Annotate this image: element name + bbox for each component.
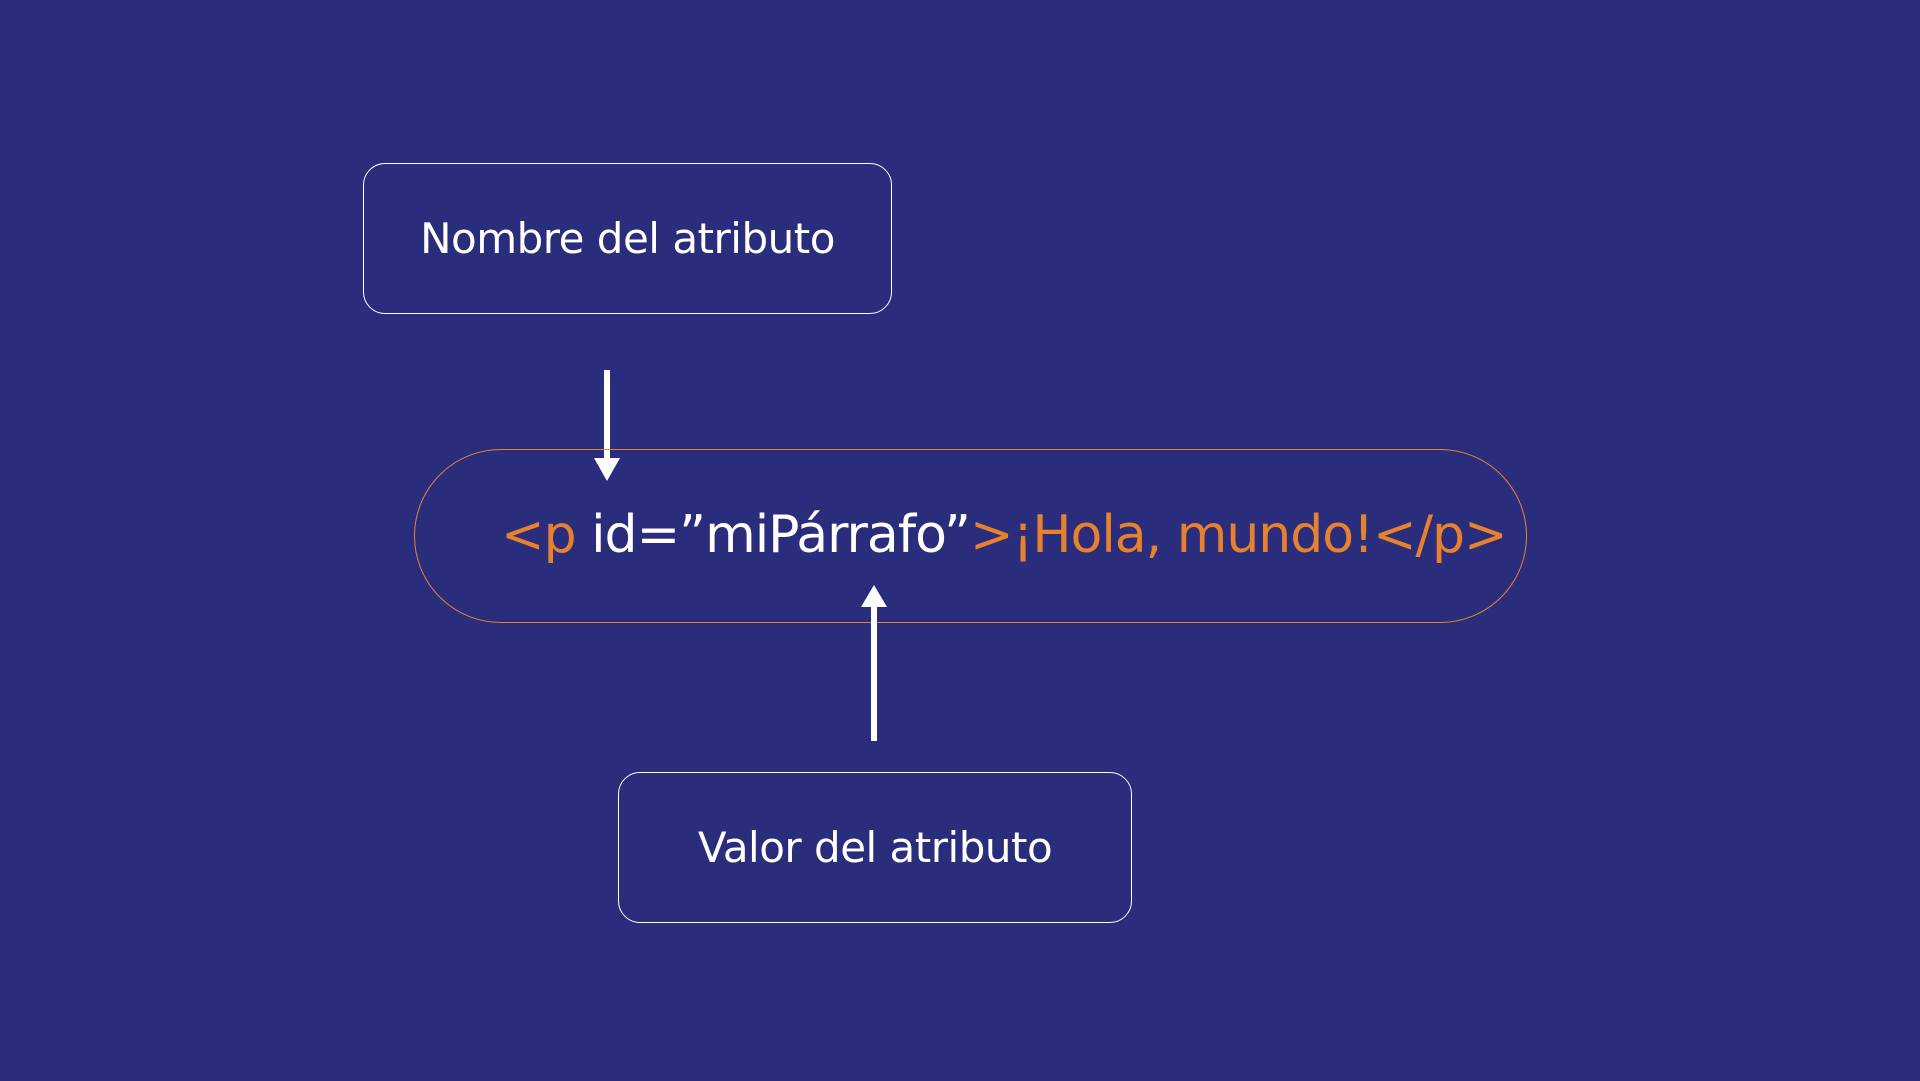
attribute-name-box: Nombre del atributo: [363, 163, 892, 314]
arrow-down-icon: [594, 370, 620, 481]
code-open-tag: <p: [501, 504, 577, 565]
code-attribute-value: ”miPárrafo”: [679, 504, 971, 565]
code-content: ¡Hola, mundo!: [1012, 504, 1374, 565]
code-close-bracket: >: [969, 504, 1014, 565]
arrow-up-icon: [861, 585, 887, 741]
attribute-name-label: Nombre del atributo: [420, 214, 835, 263]
attribute-value-box: Valor del atributo: [618, 772, 1132, 923]
code-line: <p id=”miPárrafo”>¡Hola, mundo!</p>: [501, 504, 1508, 565]
code-closing-tag: </p>: [1372, 504, 1508, 565]
code-example-pill: <p id=”miPárrafo”>¡Hola, mundo!</p>: [414, 449, 1527, 623]
attribute-value-label: Valor del atributo: [697, 823, 1053, 872]
code-space: [576, 505, 592, 565]
code-attribute-name: id=: [591, 504, 680, 565]
